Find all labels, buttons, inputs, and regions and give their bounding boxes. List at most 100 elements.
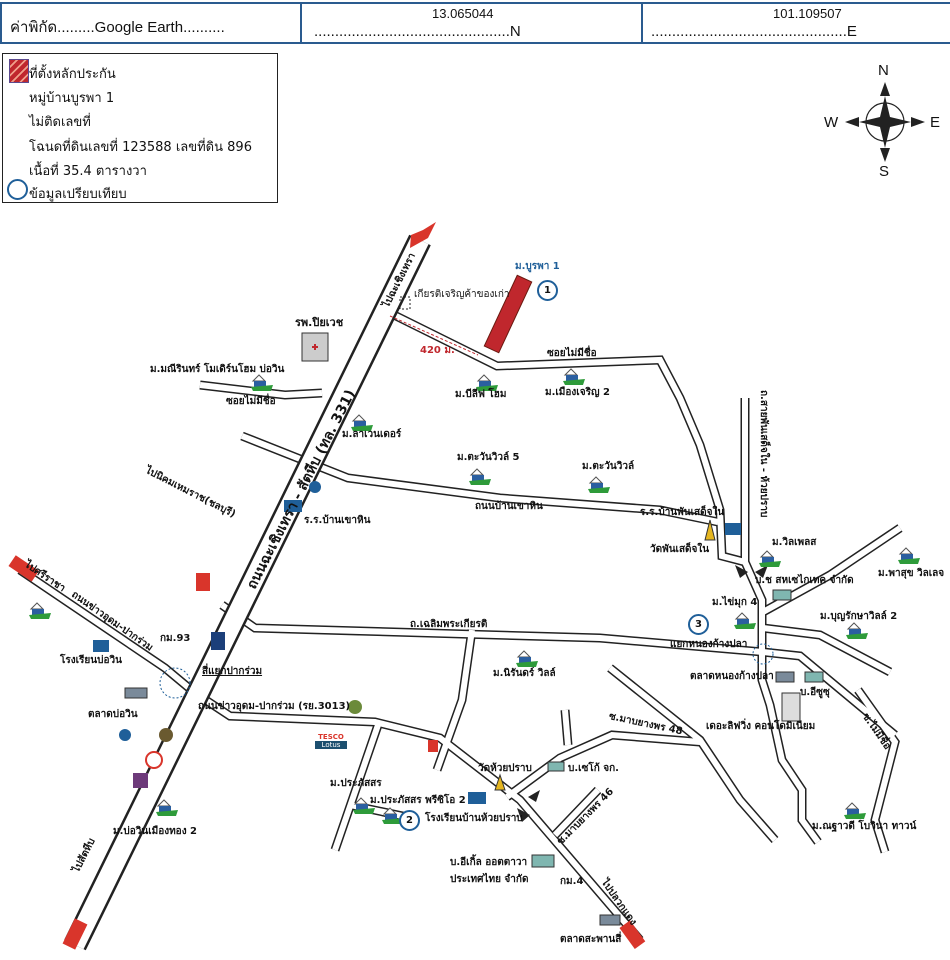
tesco-lotus-logo: TESCO Lotus xyxy=(315,733,347,749)
marker-1: 1 xyxy=(537,280,558,301)
maneerin-label: ม.มณีรินทร์ โมเดิร์นโฮม บ่อวิน xyxy=(150,364,285,375)
huai-prap-temple-label: วัดห้วยปราบ xyxy=(478,763,532,774)
nong-kang-pla-junction-label: แยกหนองก้างปลา xyxy=(670,639,748,650)
kiat-charoen-label: เกียรติเจริญค้าของเก่า xyxy=(414,289,510,300)
seiko-label: บ.เซโก้ จก. xyxy=(568,763,619,774)
arrow-to-chachoengsao-icon xyxy=(410,222,436,248)
hospital-icon xyxy=(301,332,329,362)
collateral-swatch-icon xyxy=(9,59,29,83)
lotus-text: Lotus xyxy=(321,741,341,749)
eagle-label-2: ประเทศไทย จำกัด xyxy=(450,874,529,885)
bowin-muangthong2-label: ม.บ่อวินเมืองทอง 2 xyxy=(113,826,198,837)
pasuk-label: ม.พาสุข วิลเลจ xyxy=(878,568,945,579)
tawan-label: ม.ตะวันวิวล์ xyxy=(582,461,635,472)
piyavate-label: รพ.ปิยเวช xyxy=(295,316,344,329)
village-house-icon xyxy=(29,602,51,619)
phan-sadet-temple-label: วัดพันเสด็จใน xyxy=(650,544,710,555)
sahasei-label: บ.ช สหเซไกเทค จำกัด xyxy=(755,575,854,586)
longitude-cell: 101.109507 .............................… xyxy=(641,2,950,44)
direction-arrows-icon xyxy=(517,565,768,822)
village-house-icon xyxy=(382,807,404,824)
legend-house-no: ไม่ติดเลขที่ xyxy=(29,115,91,130)
villa-place-label: ม.วิลเพลส xyxy=(772,537,817,548)
compass: N S W E xyxy=(820,60,950,185)
latitude-value: 13.065044 xyxy=(432,6,494,21)
village-house-icon xyxy=(251,374,273,391)
market-icon xyxy=(124,671,795,926)
tawan5-label: ม.ตะวันวิวล์ 5 xyxy=(457,452,520,463)
school-icon xyxy=(93,500,741,804)
village-house-icon xyxy=(846,622,868,639)
khao-hin-road-label: ถนนบ้านเขาหิน xyxy=(475,501,543,512)
legend-village: หมู่บ้านบูรพา 1 xyxy=(29,91,115,106)
living-condo-label: เดอะลิฟวิ่ง คอนโดมิเนียม xyxy=(706,721,816,732)
natthawadee-label: ม.ณฐาวดี โบวินา ทาวน์ xyxy=(812,821,917,832)
village-house-icon xyxy=(353,797,375,814)
village-house-icon xyxy=(516,650,538,667)
tesco-text: TESCO xyxy=(315,733,347,741)
km4-label: กม.4 xyxy=(560,876,584,887)
collateral-parcel xyxy=(483,274,533,354)
compass-w: W xyxy=(824,114,839,131)
compass-n: N xyxy=(878,62,889,79)
distance-line xyxy=(389,315,479,356)
latitude-cell: 13.065044 ..............................… xyxy=(300,2,643,44)
khao-hin-school-label: ร.ร.บ้านเขาหิน xyxy=(304,515,371,526)
longitude-value: 101.109507 xyxy=(773,6,842,21)
marker-2: 2 xyxy=(399,810,420,831)
boonraksa2-label: ม.บุญรักษาวิลล์ 2 xyxy=(820,611,898,622)
pak-ruam-junction-circle xyxy=(159,667,191,699)
longitude-suffix: ........................................… xyxy=(651,23,857,40)
village-house-icon xyxy=(844,802,866,819)
chaloem-road-label: ถ.เฉลิมพระเกียรติ xyxy=(410,619,488,630)
village-house-icon xyxy=(588,476,610,493)
lavender-label: ม.ลาเวนเดอร์ xyxy=(342,429,402,440)
km93-label: กม.93 xyxy=(160,633,191,644)
latitude-suffix: ........................................… xyxy=(314,23,521,40)
factory-icon xyxy=(531,589,824,868)
condo-icon xyxy=(781,692,801,722)
village-house-icon xyxy=(563,368,585,385)
marker-3: 3 xyxy=(688,614,709,635)
coordinate-source: ค่าพิกัด.........Google Earth.......... xyxy=(10,19,225,36)
village-house-icon xyxy=(351,414,373,431)
prapatsorn2-label: ม.ประภัสสร พรีซิโอ 2 xyxy=(370,795,466,806)
distance-label: 420 ม. xyxy=(420,345,455,356)
arrow-to-pluakdaeng-icon xyxy=(619,920,646,950)
arrow-to-sriracha-icon xyxy=(8,555,39,582)
isuzu-label: บ.อีซูซุ xyxy=(800,687,830,698)
huai-prap-school-label: โรงเรียนบ้านห้วยปราบ xyxy=(425,813,523,824)
phan-sadet-school-label: ร.ร.บ้านพันเสด็จใน xyxy=(640,507,725,518)
arrow-to-sattahip-icon xyxy=(62,918,88,950)
legend-area: เนื้อที่ 35.4 ตารางวา xyxy=(29,164,147,179)
compass-e: E xyxy=(930,114,941,131)
eagle-label-1: บ.อีเกิ้ล ออตตาวา xyxy=(450,857,528,868)
nong-kang-pla-market-label: ตลาดหนองก้างปลา xyxy=(690,671,774,682)
road-3013-label: ถนนข่าวอุดม-ปากร่วม (รย.3013) xyxy=(198,701,351,712)
legend-comparison: ข้อมูลเปรียบเทียบ xyxy=(29,187,127,202)
bowin-school-label: โรงเรียนบ่อวิน xyxy=(60,655,122,666)
temple-icon xyxy=(494,519,716,791)
compass-s: S xyxy=(879,163,890,180)
village-house-icon xyxy=(898,547,920,564)
legend-collateral: ที่ตั้งหลักประกัน xyxy=(29,67,116,82)
soi-noname-2-label: ซอยไม่มีชื่อ xyxy=(547,348,597,359)
prapatsorn-label: ม.ประภัสสร xyxy=(330,778,382,789)
phan-sadet-road-label: ถ.สายพันเสด็จใน - ห้วยปราบ xyxy=(758,390,769,518)
soi-noname-1-label: ซอยไม่มีชื่อ xyxy=(226,396,276,407)
pak-ruam-junction-label: สี่แยกปากร่วม xyxy=(202,666,263,677)
muang-charoen2-label: ม.เมืองเจริญ 2 xyxy=(545,387,610,398)
village-house-icon xyxy=(469,468,491,485)
saphan-si-market-label: ตลาดสะพานสี่ xyxy=(560,934,622,945)
gas-station-icon xyxy=(119,481,321,741)
believe-home-label: ม.บีลีฟ โฮม xyxy=(455,389,507,400)
village-house-icon xyxy=(476,374,498,391)
kiat-charoen-plot xyxy=(399,296,411,310)
bowin-market-label: ตลาดบ่อวิน xyxy=(88,709,138,720)
legend: ที่ตั้งหลักประกัน หมู่บ้านบูรพา 1 ไม่ติด… xyxy=(2,53,278,203)
village-house-icon xyxy=(156,799,178,816)
burapha1-label: ม.บูรพา 1 xyxy=(515,261,560,272)
nong-kang-pla-junction-circle xyxy=(752,643,774,665)
comparison-circle-icon xyxy=(7,179,28,200)
